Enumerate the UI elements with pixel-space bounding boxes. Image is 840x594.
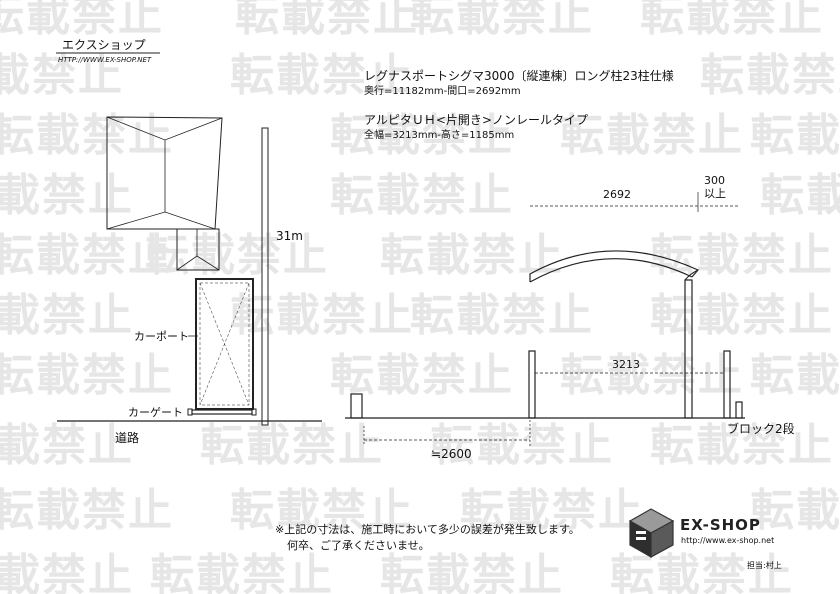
- offset-label-1: 300: [704, 174, 725, 187]
- watermark-text: 転載禁止: [760, 170, 840, 221]
- watermark-text: 転載禁止: [560, 110, 744, 161]
- watermark-text: 転載禁止: [650, 420, 834, 471]
- watermark-text: 転載禁止: [145, 230, 329, 281]
- watermark-text: 転載禁止: [230, 50, 414, 101]
- shop-url: HTTP://WWW.EX-SHOP.NET: [58, 56, 152, 64]
- ex-shop-logo: EX-SHOP http://www.ex-shop.net 担当:村上: [628, 508, 782, 570]
- product-title-2: アルピタＵＨ<片開き>ノンレールタイプ: [364, 113, 588, 127]
- watermark-text: 転載禁止: [200, 420, 384, 471]
- gate-post-left: [528, 350, 536, 419]
- watermark-text: 転載禁止: [460, 485, 644, 536]
- plan-view: 31m カーポート カーゲート 道路: [57, 116, 322, 445]
- road-label: 道路: [115, 430, 139, 445]
- product-title-1: レグナスポートシグマ3000〔縦連棟〕ロング柱23柱仕様: [364, 68, 674, 83]
- car-gate-label: カーゲート: [128, 406, 183, 419]
- depth-label: 31m: [276, 229, 303, 243]
- distance-label: ≒2600: [431, 447, 472, 461]
- watermark-text: 転載禁止: [0, 170, 134, 221]
- watermark-text: 転載禁止: [380, 550, 564, 594]
- watermark-text: 転載禁止: [430, 420, 614, 471]
- width-label: 2692: [603, 188, 631, 201]
- note-line-1: ※上記の寸法は、施工時において多少の誤差が発生致します。: [275, 522, 580, 536]
- watermark-text: 転載禁止: [650, 230, 834, 281]
- watermark-text: 転載禁止: [330, 110, 514, 161]
- watermark-text: 転載禁止: [380, 230, 564, 281]
- watermark-text: 転載禁止: [0, 550, 134, 594]
- watermark-text: 転載禁止: [610, 550, 794, 594]
- watermark-text: 転載禁止: [235, 0, 419, 41]
- property-boundary: [261, 127, 269, 426]
- watermark-text: 転載禁止: [750, 350, 840, 401]
- watermark-text: 転載禁止: [650, 290, 834, 341]
- logo-text: EX-SHOP: [680, 516, 761, 534]
- shop-header: エクスショップ HTTP://WWW.EX-SHOP.NET: [56, 38, 160, 64]
- watermark-text: 転載禁止: [230, 485, 414, 536]
- product-dimensions-1: 奥行=11182mm-間口=2692mm: [364, 84, 521, 97]
- staff-name: 担当:村上: [747, 560, 782, 570]
- house-annex: [176, 228, 220, 271]
- watermark-text: 転載禁止: [0, 290, 134, 341]
- logo-url: http://www.ex-shop.net: [681, 536, 774, 545]
- watermark-text: 転載禁止: [410, 290, 594, 341]
- watermark-text: 転載禁止: [330, 350, 514, 401]
- watermark-text: 転載禁止: [0, 350, 174, 401]
- cube-logo-icon: [628, 508, 675, 559]
- watermark-text: 転載禁止: [560, 350, 744, 401]
- offset-label-2: 以上: [704, 187, 726, 200]
- product-dimensions-2: 全幅=3213mm-高さ=1185mm: [364, 128, 514, 141]
- watermark-text: 転載禁止: [640, 0, 824, 41]
- block-label: ブロック2段: [727, 421, 795, 436]
- watermark-text: 転載禁止: [230, 290, 414, 341]
- watermark-text: 転載禁止: [700, 50, 840, 101]
- carport-footprint: [195, 278, 254, 410]
- watermark-text: 転載禁止: [0, 0, 164, 41]
- watermark-text: 転載禁止: [0, 420, 134, 471]
- watermark-text: 転載禁止: [0, 110, 174, 161]
- block-wall-right: [735, 401, 743, 419]
- watermark-text: 転載禁止: [750, 485, 840, 536]
- watermark-text: 転載禁止: [750, 110, 840, 161]
- watermark-text: 転載禁止: [410, 0, 594, 41]
- watermark-text: 転載禁止: [0, 230, 174, 281]
- watermark-text: 転載禁止: [330, 170, 514, 221]
- elevation-view: 2692 300 以上 3213 ≒2600 ブロック2段: [345, 174, 795, 461]
- watermark-text: 転載禁止: [150, 550, 334, 594]
- disclaimer-note: ※上記の寸法は、施工時において多少の誤差が発生致します。 何卒、ご了承くださいま…: [275, 522, 580, 552]
- watermark-text: 転載禁止: [0, 50, 124, 101]
- carport-label: カーポート: [134, 330, 189, 343]
- note-line-2: 何卒、ご了承くださいませ。: [287, 538, 430, 552]
- shop-name: エクスショップ: [62, 38, 146, 52]
- product-spec: レグナスポートシグマ3000〔縦連棟〕ロング柱23柱仕様 奥行=11182mm-…: [364, 68, 674, 141]
- car-gate: [187, 408, 257, 416]
- gate-width-label: 3213: [612, 358, 640, 371]
- watermark-text: 転載禁止: [0, 485, 174, 536]
